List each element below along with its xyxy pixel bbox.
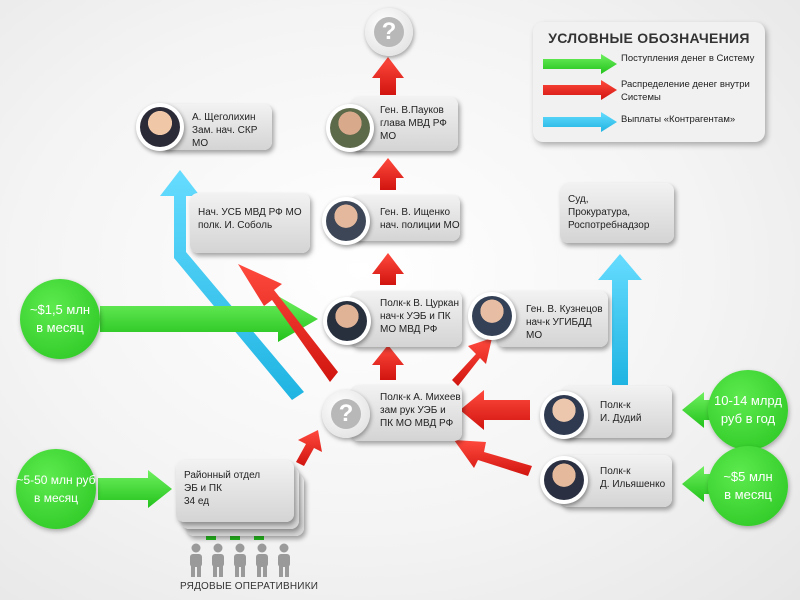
legend-item-blue: Выплаты «Контрагентам»: [543, 110, 763, 134]
green-arrow-left-bottom: [98, 470, 172, 508]
avatar-ishchenko: [322, 197, 370, 245]
footer-label: РЯДОВЫЕ ОПЕРАТИВНИКИ: [180, 581, 319, 592]
legend-panel: УСЛОВНЫЕ ОБОЗНАЧЕНИЯ Поступления денег в…: [533, 22, 765, 142]
node-tsurkan-label: Полк-к В. Цуркан нач-к УЭБ и ПК МО МВД Р…: [380, 298, 459, 335]
node-usb: Нач. УСБ МВД РФ МО полк. И. Соболь: [190, 193, 310, 253]
node-paukov-label: Ген. В.Пауков глава МВД РФ МО: [380, 105, 447, 142]
green-arrow-left-top: [100, 296, 318, 342]
node-district-label: Районный отдел ЭБ и ПК 34 ед: [184, 470, 261, 507]
node-ilyashenko-label: Полк-к Д. Ильяшенко: [600, 466, 666, 490]
node-ishchenko-label: Ген. В. Ищенко нач. полиции МО: [380, 207, 460, 231]
green-arrow-icon: [543, 54, 617, 74]
person-icon: [256, 543, 268, 577]
unknown-top-node: ?: [365, 8, 413, 56]
node-mikheev: Полк-к А. Михеев зам рук УЭБ и ПК МО МВД…: [350, 385, 462, 441]
money-right-bottom: ~$5 млн в месяц: [708, 446, 788, 526]
node-kuznetsov-label: Ген. В. Кузнецов нач-к УГИБДД МО: [526, 304, 603, 341]
legend-item-green: Поступления денег в Систему: [543, 52, 763, 76]
avatar-tsurkan: [323, 297, 371, 345]
person-icon: [190, 543, 202, 577]
blue-arrow-icon: [543, 112, 617, 132]
node-district: Районный отдел ЭБ и ПК 34 ед: [176, 460, 294, 522]
node-dudiy-label: Полк-к И. Дудий: [600, 400, 642, 424]
avatar-dudiy: [540, 391, 588, 439]
red-arrow-icon: [543, 80, 617, 100]
node-usb-label: Нач. УСБ МВД РФ МО полк. И. Соболь: [198, 207, 302, 231]
node-shchegolikhin-label: А. Щеголихин Зам. нач. СКР МО: [192, 112, 258, 149]
avatar-paukov: [326, 104, 374, 152]
red-arrows: [238, 57, 532, 476]
money-left-bottom: ~5-50 млн руб в месяц: [16, 449, 96, 529]
node-court: Суд, Прокуратура, Роспотребнадзор: [560, 183, 674, 243]
avatar-ilyashenko: [540, 456, 588, 504]
money-right-top: 10-14 млрд руб в год: [708, 370, 788, 450]
node-court-label: Суд, Прокуратура, Роспотребнадзор: [568, 194, 650, 231]
blue-arrow-to-court: [598, 254, 642, 385]
question-icon: ?: [374, 17, 404, 47]
legend-label-green: Поступления денег в Систему: [621, 53, 755, 64]
green-arrow-right-bottom: [682, 466, 712, 502]
avatar-kuznetsov: [468, 292, 516, 340]
legend-label-blue: Выплаты «Контрагентам»: [621, 114, 736, 125]
people-icons: [190, 543, 290, 577]
legend-title: УСЛОВНЫЕ ОБОЗНАЧЕНИЯ: [548, 30, 750, 46]
node-mikheev-label: Полк-к А. Михеев зам рук УЭБ и ПК МО МВД…: [380, 392, 461, 429]
person-icon: [212, 543, 224, 577]
person-icon: [278, 543, 290, 577]
person-icon: [234, 543, 246, 577]
avatar-shchegolikhin: [136, 103, 184, 151]
legend-label-red: Распределение денег внутри Системы: [621, 79, 750, 103]
question-icon: ?: [331, 399, 361, 429]
node-ishchenko: Ген. В. Ищенко нач. полиции МО: [350, 195, 460, 241]
legend-item-red: Распределение денег внутри Системы: [543, 78, 763, 103]
unknown-mikheev-photo: ?: [322, 390, 370, 438]
blue-arrow-to-shchegolikhin: [160, 170, 304, 400]
money-left-top: ~$1,5 млн в месяц: [20, 279, 100, 359]
green-arrow-right-top: [682, 392, 712, 428]
